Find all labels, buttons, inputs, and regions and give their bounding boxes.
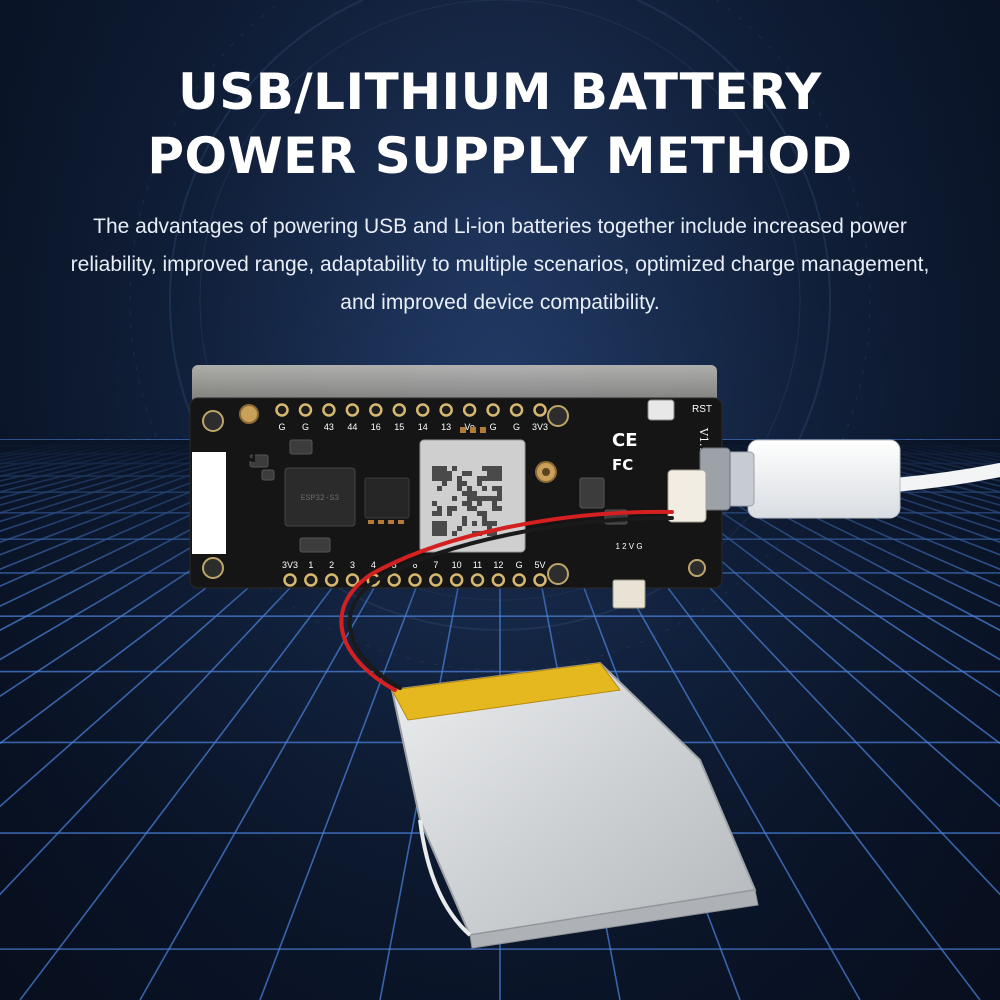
header-pin [392,403,407,417]
pin-label: 7 [433,560,438,570]
pin-label: 2 [329,560,334,570]
battery-wire [339,509,674,692]
header-pin [275,403,289,417]
lithium-battery [390,661,759,949]
header-pin [387,573,401,587]
ce-mark: CE [612,430,638,451]
pin-label: G [490,422,497,432]
main-chip [284,467,356,527]
version-label: V1.1 [697,427,710,453]
connector-label: 1 2 V G [615,542,642,551]
pin-label: 14 [418,422,428,432]
pin-label: 11 [473,560,482,570]
battery-connector [667,469,707,523]
pin-label: Ve [464,422,475,432]
pin-label: 4 [371,560,376,570]
pin-label: 3V3 [532,422,548,432]
qr-code [432,466,502,536]
pin-label: G [513,422,520,432]
header-pin [345,403,360,417]
header-pin [486,403,500,417]
top-pin-header: G G 43 44 16 15 14 13 Ve G G 3V3 [275,403,548,432]
pin-label: 16 [371,422,381,432]
header-pin [322,403,336,417]
description-text: The advantages of powering USB and Li-io… [70,215,930,314]
fc-mark: FC [612,456,633,474]
header-pin [462,403,477,417]
pin-label: 10 [452,560,462,570]
title-line-2: POWER SUPPLY METHOD [147,127,853,185]
header-pin [512,573,526,587]
header-pin [324,573,339,587]
reset-button[interactable] [647,399,675,421]
bottom-connector [612,579,646,609]
pin-label: 1 [308,560,313,570]
header-pin [509,403,524,417]
header-pin [283,573,297,587]
title-line-1: USB/LITHIUM BATTERY [178,63,822,121]
header-pin [491,573,506,587]
header-pin [408,573,422,587]
board-case [192,365,717,405]
pin-label: 5 [392,560,397,570]
header-pin [429,573,443,587]
pin-label: 43 [324,422,334,432]
pin-label: 3V3 [282,560,298,570]
pin-label: 6 [412,560,417,570]
header-pin [470,573,485,587]
pin-label: G [278,422,285,432]
header-pin [345,573,360,587]
pin-label: 5V [534,560,545,570]
header-pin [533,403,547,417]
pin-label: G [302,422,309,432]
pin-label: 15 [394,422,404,432]
brand-label: HELTEC [240,438,260,508]
header-pin [439,403,453,417]
chip-label: ESP32-S3 [301,494,340,503]
header-pin [298,403,313,417]
page-title: USB/LITHIUM BATTERY POWER SUPPLY METHOD [0,60,1000,188]
header-pin [369,403,383,417]
header-pin [415,403,430,417]
header-pin [533,573,547,587]
pin-label: 12 [493,560,503,570]
pin-label: G [516,560,523,570]
pin-label: 44 [347,422,357,432]
pin-label: 13 [441,422,451,432]
rst-label: RST [692,404,712,415]
header-pin [304,573,318,587]
header-pin [449,573,464,587]
pin-label: 3 [350,560,355,570]
